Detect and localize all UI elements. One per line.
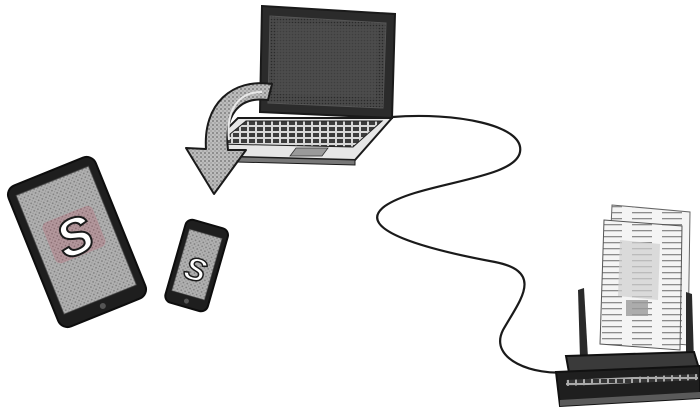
tablet-icon: S [5, 154, 149, 330]
document-scanner-icon [556, 205, 700, 406]
smartphone-icon: S [164, 218, 230, 313]
usb-cable [377, 116, 568, 373]
